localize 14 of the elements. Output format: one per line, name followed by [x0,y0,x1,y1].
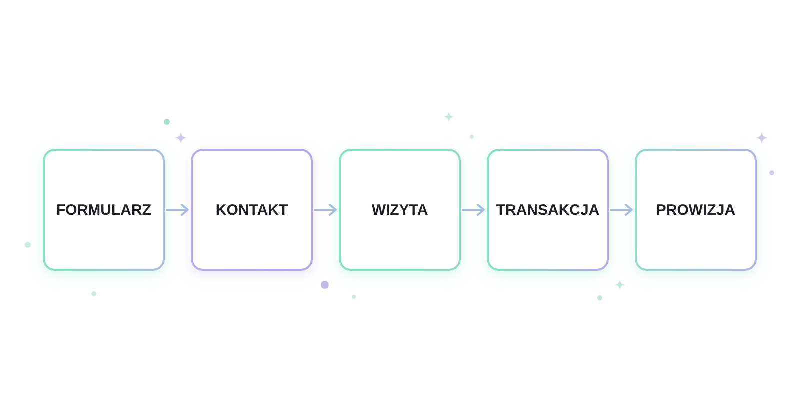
box-label: FORMULARZ [56,202,152,218]
process-box [43,149,165,271]
process-box [635,149,757,271]
arrow [166,204,189,216]
process-box [191,149,313,271]
process-box [487,149,609,271]
box-label: TRANSAKCJA [496,202,600,218]
arrow [314,204,337,216]
process-box [339,149,461,271]
arrow [610,204,633,216]
box-label: KONTAKT [216,202,288,218]
arrow [462,204,485,216]
box-label: WIZYTA [372,202,428,218]
box-label: PROWIZJA [656,202,736,218]
